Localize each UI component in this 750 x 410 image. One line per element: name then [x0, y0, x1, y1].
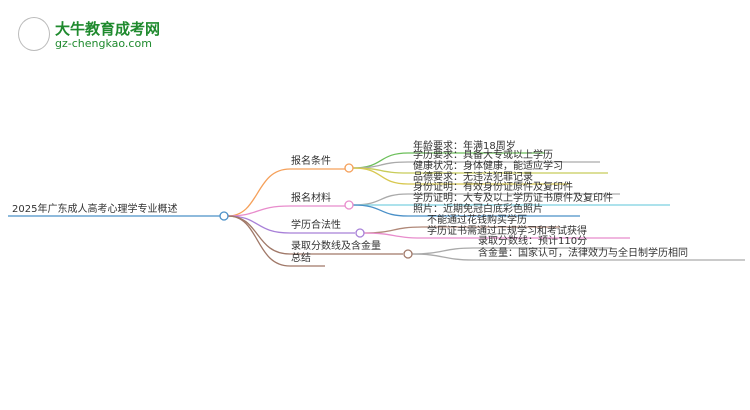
branch-node[interactable]: 学历合法性 — [291, 220, 341, 231]
leaf-node[interactable]: 身份证明：有效身份证原件及复印件 — [413, 182, 573, 193]
logo-url: gz-chengkao.com — [55, 37, 152, 50]
branch-connector — [227, 205, 345, 217]
branch-toggle[interactable] — [344, 163, 354, 173]
leaf-connector — [352, 204, 580, 217]
branch-node[interactable]: 总结 — [291, 253, 311, 264]
leaf-node[interactable]: 学历要求：具备大专或以上学历 — [413, 150, 553, 161]
leaf-node[interactable]: 不能通过花钱购买学历 — [427, 215, 527, 226]
root-toggle[interactable] — [219, 211, 229, 221]
leaf-node[interactable]: 品德要求：无违法犯罪记录 — [413, 172, 533, 183]
leaf-connector — [352, 167, 570, 185]
leaf-node[interactable]: 含金量：国家认可，法律效力与全日制学历相同 — [478, 248, 688, 259]
branch-connector — [227, 215, 355, 234]
logo-icon — [18, 17, 50, 51]
branch-toggle[interactable] — [355, 228, 365, 238]
branch-connector — [227, 215, 325, 267]
leaf-node[interactable]: 照片：近期免冠白底彩色照片 — [413, 204, 543, 215]
leaf-connector — [363, 232, 630, 239]
branch-toggle[interactable] — [344, 200, 354, 210]
branch-node[interactable]: 报名条件 — [291, 156, 331, 167]
root-node[interactable]: 2025年广东成人高考心理学专业概述 — [12, 204, 178, 215]
branch-node[interactable]: 报名材料 — [291, 193, 331, 204]
branch-node[interactable]: 录取分数线及含金量 — [291, 241, 381, 252]
leaf-node[interactable]: 年龄要求：年满18周岁 — [413, 141, 516, 152]
branch-toggle[interactable] — [403, 249, 413, 259]
leaf-node[interactable]: 学历证书需通过正规学习和考试获得 — [427, 226, 587, 237]
branch-connector — [227, 168, 345, 217]
leaf-connector — [411, 253, 745, 261]
leaf-node[interactable]: 录取分数线：预计110分 — [478, 236, 588, 247]
leaf-node[interactable]: 健康状况：身体健康，能适应学习 — [413, 161, 563, 172]
logo-title: 大牛教育成考网 — [55, 20, 161, 38]
leaf-node[interactable]: 学历证明：大专及以上学历证书原件及复印件 — [413, 193, 613, 204]
